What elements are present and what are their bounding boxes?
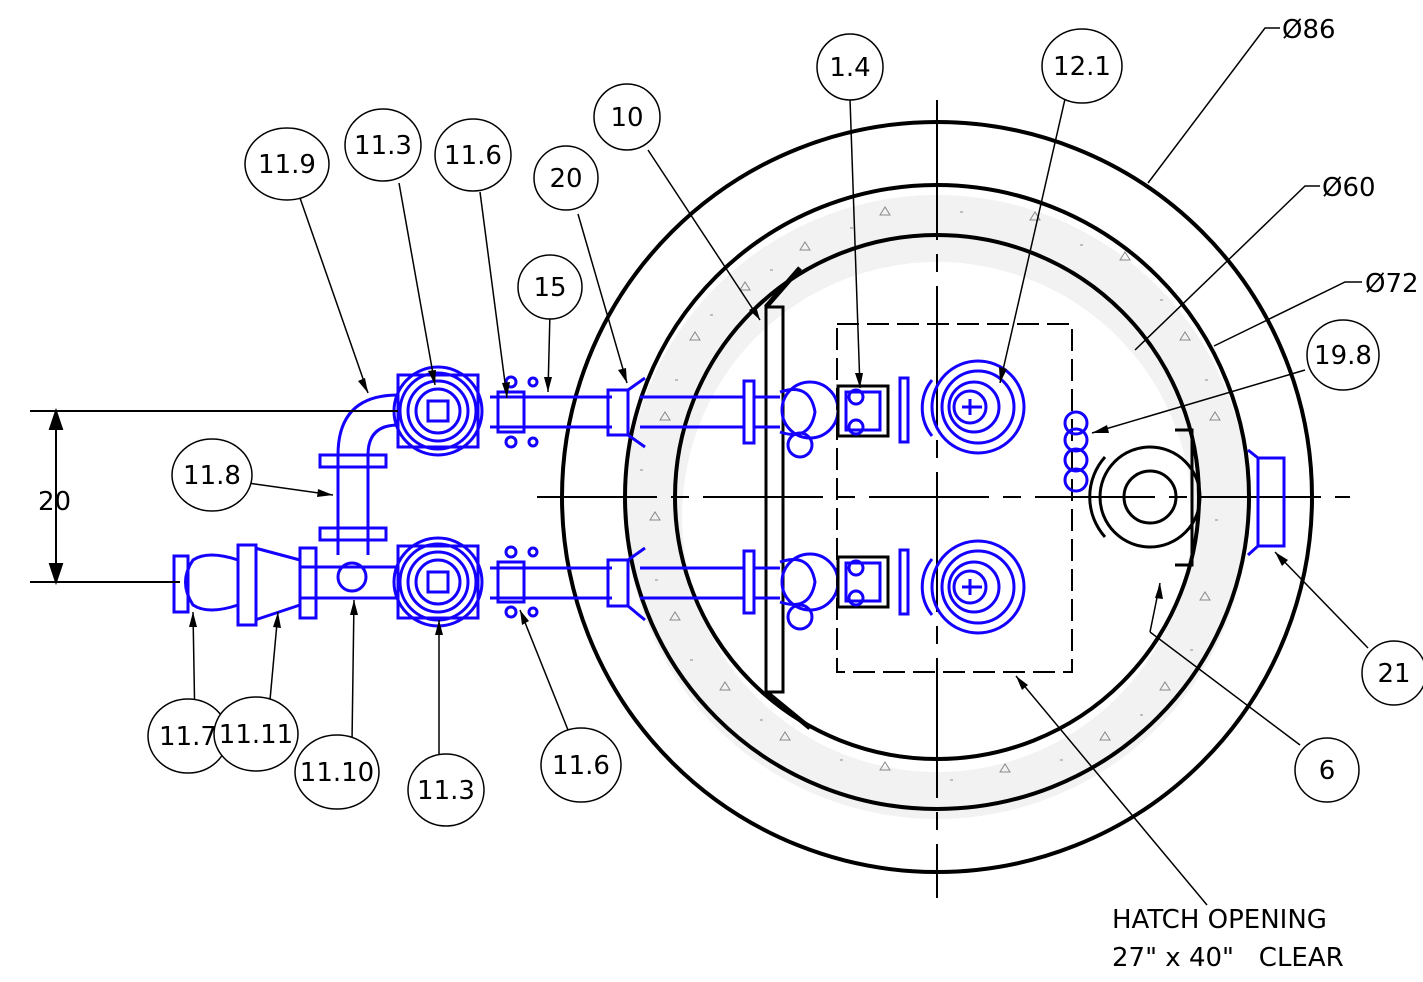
baffle-arc-bottom [764,690,812,730]
callout-11-8: 11.8 [183,461,241,491]
callout-11-6-top: 11.6 [444,141,502,171]
callout-11-11: 11.11 [219,720,293,750]
callout-10: 10 [610,103,643,133]
callout-bubbles [147,28,1423,827]
note-line-2: 27" x 40" CLEAR [1112,943,1344,973]
diameter-label-inner: Ø60 [1322,173,1376,203]
callout-11-3-bottom: 11.3 [417,776,475,806]
diameter-label-middle: Ø72 [1365,269,1419,299]
callout-1-4: 1.4 [829,53,870,83]
hatch-opening-note: HATCH OPENING 27" x 40" CLEAR [1112,905,1344,973]
callout-11-7: 11.7 [159,722,217,752]
callout-11-10: 11.10 [300,758,374,788]
dimension-value: 20 [38,487,71,517]
check-valve-upper [836,384,890,438]
callout-6: 6 [1319,756,1336,786]
manhole-structure [537,100,1350,898]
callout-arrowheads [189,306,1288,690]
callout-leaders [192,98,1369,906]
note-line-1: HATCH OPENING [1112,905,1327,935]
callout-labels: 11.9 11.3 11.6 20 10 15 1.4 12.1 19.8 11… [159,52,1410,806]
baffle-plate [764,305,785,694]
callout-21: 21 [1377,659,1410,689]
callout-20: 20 [549,164,582,194]
callout-19-8: 19.8 [1314,341,1372,371]
hatch-opening-outline [836,323,1073,673]
check-valve-lower [836,555,890,609]
pump-lower [930,539,1026,635]
callout-11-9: 11.9 [258,150,316,180]
piping [172,359,1286,635]
callout-11-3-top: 11.3 [354,131,412,161]
diameter-label-outer: Ø86 [1282,15,1336,45]
callout-11-6-bottom: 11.6 [552,751,610,781]
baffle-arc-top [764,266,802,309]
callout-12-1: 12.1 [1053,52,1111,82]
diameter-leaders [1134,27,1362,351]
callout-15: 15 [533,273,566,303]
inlet-structure [1088,428,1202,567]
pump-upper [930,359,1026,455]
spacing-dimension [30,407,398,586]
